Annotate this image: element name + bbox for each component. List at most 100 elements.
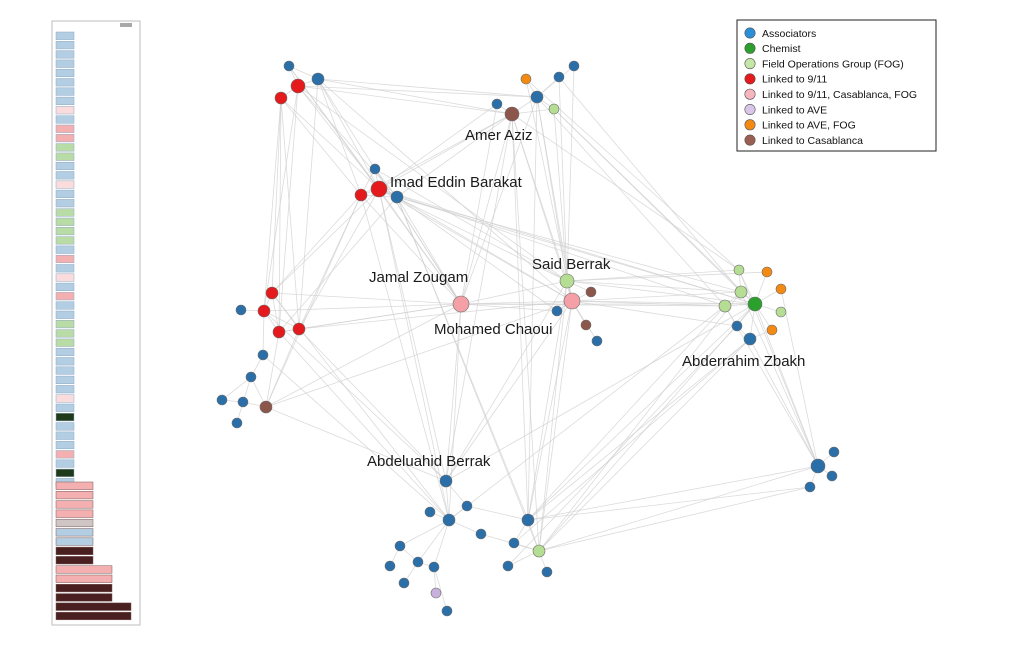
network-node-associators[interactable] bbox=[237, 396, 249, 408]
network-node-associators[interactable] bbox=[398, 577, 410, 589]
network-node-associators[interactable] bbox=[428, 561, 440, 573]
sidebar-row[interactable] bbox=[55, 41, 75, 50]
sidebar-row[interactable] bbox=[55, 189, 75, 198]
network-node-linked-ave-fog[interactable] bbox=[766, 324, 778, 336]
sidebar-row[interactable] bbox=[55, 59, 75, 68]
network-node-associators[interactable] bbox=[235, 304, 247, 316]
sidebar-row[interactable] bbox=[55, 301, 75, 310]
network-node-fog[interactable] bbox=[548, 103, 560, 115]
network-node-associators[interactable] bbox=[804, 481, 816, 493]
sidebar-row[interactable] bbox=[55, 78, 75, 87]
network-node-associators[interactable] bbox=[826, 470, 838, 482]
network-node-associators[interactable] bbox=[439, 474, 453, 488]
network-node-linked-911-casa-fog[interactable] bbox=[452, 295, 470, 313]
sidebar-row[interactable] bbox=[55, 254, 75, 264]
sidebar-bar[interactable] bbox=[55, 611, 132, 621]
sidebar-row[interactable] bbox=[55, 413, 75, 422]
sidebar-row[interactable] bbox=[55, 217, 75, 226]
network-node-associators[interactable] bbox=[384, 560, 396, 572]
sidebar-bar[interactable] bbox=[55, 509, 94, 518]
sidebar-bar[interactable] bbox=[55, 528, 94, 537]
network-node-fog[interactable] bbox=[733, 264, 745, 276]
sidebar-row[interactable] bbox=[55, 236, 75, 245]
sidebar-row[interactable] bbox=[55, 282, 75, 291]
sidebar-row[interactable] bbox=[55, 422, 75, 431]
sidebar-row[interactable] bbox=[55, 87, 75, 96]
network-node-linked-ave-fog[interactable] bbox=[520, 73, 532, 85]
network-node-fog[interactable] bbox=[559, 273, 575, 289]
sidebar-row[interactable] bbox=[55, 161, 75, 171]
network-node-associators[interactable] bbox=[568, 60, 580, 72]
sidebar-row[interactable] bbox=[55, 180, 75, 189]
network-node-linked-ave[interactable] bbox=[430, 587, 442, 599]
network-node-linked-911[interactable] bbox=[265, 286, 279, 300]
sidebar-row[interactable] bbox=[55, 31, 75, 40]
sidebar-bar[interactable] bbox=[55, 491, 94, 500]
sidebar-row[interactable] bbox=[55, 385, 75, 394]
network-node-fog[interactable] bbox=[775, 306, 787, 318]
sidebar-row[interactable] bbox=[55, 375, 75, 384]
network-node-linked-ave-fog[interactable] bbox=[775, 283, 787, 295]
network-node-associators[interactable] bbox=[521, 513, 535, 527]
sidebar-row[interactable] bbox=[55, 199, 75, 208]
network-node-linked-911[interactable] bbox=[272, 325, 286, 339]
network-node-associators[interactable] bbox=[394, 540, 406, 552]
sidebar-bar[interactable] bbox=[55, 574, 113, 583]
network-node-associators[interactable] bbox=[424, 506, 436, 518]
network-node-associators[interactable] bbox=[390, 190, 404, 204]
sidebar-row[interactable] bbox=[55, 50, 75, 59]
network-node-associators[interactable] bbox=[442, 513, 456, 527]
network-node-linked-911[interactable] bbox=[290, 78, 306, 94]
sidebar-row[interactable] bbox=[55, 468, 75, 477]
sidebar-bar[interactable] bbox=[55, 481, 94, 490]
sidebar-row[interactable] bbox=[55, 208, 75, 217]
sidebar-row[interactable] bbox=[55, 338, 75, 347]
sidebar-row[interactable] bbox=[55, 152, 75, 161]
sidebar-row[interactable] bbox=[55, 394, 75, 403]
sidebar-row[interactable] bbox=[55, 329, 75, 338]
sidebar-row[interactable] bbox=[55, 245, 75, 254]
network-node-associators[interactable] bbox=[461, 500, 473, 512]
sidebar-row[interactable] bbox=[55, 292, 75, 301]
sidebar-bar[interactable] bbox=[55, 584, 113, 593]
network-node-associators[interactable] bbox=[591, 335, 603, 347]
network-node-associators[interactable] bbox=[502, 560, 514, 572]
network-node-associators[interactable] bbox=[231, 417, 243, 429]
network-node-linked-ave-fog[interactable] bbox=[761, 266, 773, 278]
network-node-chemist[interactable] bbox=[747, 296, 763, 312]
sidebar-row[interactable] bbox=[55, 68, 75, 78]
sidebar-row[interactable] bbox=[55, 347, 75, 357]
network-node-associators[interactable] bbox=[216, 394, 228, 406]
sidebar-row[interactable] bbox=[55, 124, 75, 133]
network-node-associators[interactable] bbox=[530, 90, 544, 104]
sidebar-bar[interactable] bbox=[55, 546, 94, 555]
network-node-associators[interactable] bbox=[491, 98, 503, 110]
sidebar-row[interactable] bbox=[55, 273, 75, 282]
sidebar-row[interactable] bbox=[55, 320, 75, 329]
sidebar-row[interactable] bbox=[55, 227, 75, 236]
network-node-associators[interactable] bbox=[311, 72, 325, 86]
network-node-fog[interactable] bbox=[734, 285, 748, 299]
sidebar-bar[interactable] bbox=[55, 565, 113, 574]
network-node-linked-911[interactable] bbox=[292, 322, 306, 336]
network-node-fog[interactable] bbox=[532, 544, 546, 558]
sidebar-bar[interactable] bbox=[55, 537, 94, 546]
sidebar-bar[interactable] bbox=[55, 518, 94, 528]
network-node-associators[interactable] bbox=[810, 458, 826, 474]
network-node-associators[interactable] bbox=[257, 349, 269, 361]
network-node-associators[interactable] bbox=[828, 446, 840, 458]
sidebar-row[interactable] bbox=[55, 310, 75, 319]
network-node-linked-casablanca[interactable] bbox=[580, 319, 592, 331]
sidebar-row[interactable] bbox=[55, 96, 75, 105]
network-node-linked-casablanca[interactable] bbox=[585, 286, 597, 298]
sidebar-row[interactable] bbox=[55, 134, 75, 143]
sidebar-row[interactable] bbox=[55, 106, 75, 115]
network-node-associators[interactable] bbox=[475, 528, 487, 540]
sidebar-bar[interactable] bbox=[55, 500, 94, 509]
sidebar-row[interactable] bbox=[55, 440, 75, 450]
sidebar-scroll-handle[interactable] bbox=[120, 23, 132, 27]
network-node-associators[interactable] bbox=[551, 305, 563, 317]
sidebar-bar[interactable] bbox=[55, 602, 132, 611]
sidebar-row[interactable] bbox=[55, 115, 75, 124]
sidebar-row[interactable] bbox=[55, 403, 75, 412]
